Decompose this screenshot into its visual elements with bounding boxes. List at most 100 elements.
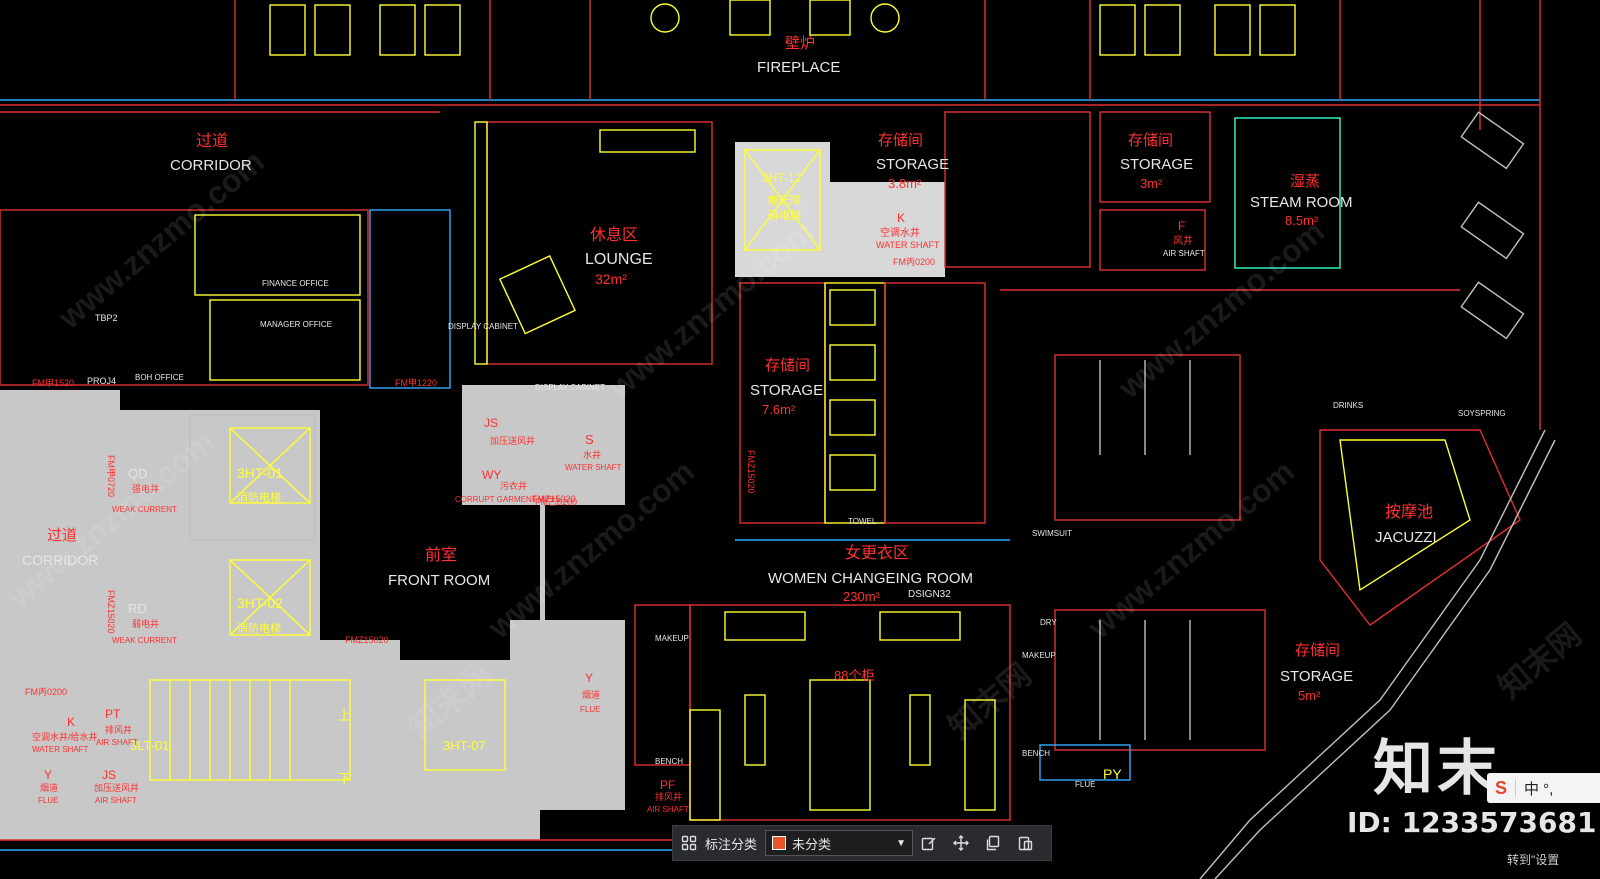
qd-cn: 强电井 xyxy=(132,483,159,494)
air-shaft-js2: AIR SHAFT xyxy=(95,796,137,805)
copy-icon[interactable] xyxy=(980,830,1006,856)
flue-3: FLUE xyxy=(38,796,58,805)
ht01-cn: 消防电梯 xyxy=(237,490,281,504)
category-color-swatch xyxy=(772,836,787,850)
fm-h: FM乙0200 xyxy=(535,497,577,507)
storage3-area: 7.6m² xyxy=(762,402,796,417)
water-shaft-en: WATER SHAFT xyxy=(876,240,940,250)
proj: PROJ4 xyxy=(87,376,116,386)
soyspring: SOYSPRING xyxy=(1458,409,1506,418)
finance-office: FINANCE OFFICE xyxy=(262,279,329,288)
fm-code1: FM丙0200 xyxy=(893,257,935,267)
air-shaft-pt: AIR SHAFT xyxy=(96,738,138,747)
air-shaft-f: F xyxy=(1178,219,1185,233)
storage3-cn: 存储间 xyxy=(765,357,810,374)
design-code: DSIGN32 xyxy=(908,589,951,600)
rd-label: RD xyxy=(128,601,147,616)
y-cn: 烟道 xyxy=(582,689,600,700)
storage4-en: STORAGE xyxy=(1280,668,1353,685)
brand-logo: 知末 xyxy=(1373,734,1501,804)
women-area: 230m² xyxy=(843,589,881,604)
makeup-2: MAKEUP xyxy=(1022,651,1056,660)
fm-e: FMZ15020 xyxy=(532,494,576,504)
y-label: Y xyxy=(585,671,593,685)
ime-logo-icon[interactable]: S xyxy=(1495,777,1508,798)
ht02-cn: 消防电梯 xyxy=(237,621,281,635)
jacuzzi-cn: 按摩池 xyxy=(1385,503,1433,521)
bench-1: BENCH xyxy=(655,757,683,766)
ime-bar[interactable]: S 中 °, xyxy=(1487,773,1600,803)
steam-area: 8.5m² xyxy=(1285,213,1319,228)
lockers-count: 88个柜 xyxy=(834,668,874,683)
js-label: JS xyxy=(484,416,498,430)
ht02: 3HT-02 xyxy=(237,595,283,611)
storage1-en: STORAGE xyxy=(876,156,949,173)
tbp: TBP2 xyxy=(95,313,118,323)
women-en: WOMEN CHANGEING ROOM xyxy=(768,570,973,587)
fireplace-en: FIREPLACE xyxy=(757,59,840,76)
wy-label: WY xyxy=(482,468,501,482)
ime-mode[interactable]: 中 °, xyxy=(1524,780,1554,798)
front-cn: 前室 xyxy=(425,546,457,564)
ht01: 3HT-01 xyxy=(237,465,283,481)
paste-icon[interactable] xyxy=(1012,830,1038,856)
js2-cn: 加压送风井 xyxy=(94,782,139,793)
water-shaft-2: WATER SHAFT xyxy=(565,463,622,472)
dry: DRY xyxy=(1040,618,1057,627)
corridor-top-cn: 过道 xyxy=(196,132,228,150)
storage3-en: STORAGE xyxy=(750,382,823,399)
manager-office: MANAGER OFFICE xyxy=(260,320,332,329)
steam-en: STEAM ROOM xyxy=(1250,194,1353,211)
flue-1: FLUE xyxy=(580,705,600,714)
corridor2-en: CORRIDOR xyxy=(22,552,98,568)
vertical-codes: FM甲0720 FMZ15020 FMZ15020 xyxy=(106,450,756,634)
edit-icon[interactable] xyxy=(916,830,942,856)
storage4-cn: 存储间 xyxy=(1295,642,1340,659)
storage4-area: 5m² xyxy=(1298,688,1321,703)
brand-id: ID: 1233573681 xyxy=(1347,806,1597,839)
lounge-en: LOUNGE xyxy=(585,251,653,268)
fm-f: FM甲0720 xyxy=(106,455,116,497)
chevron-down-icon: ▼ xyxy=(896,837,907,849)
towel: TOWEL xyxy=(848,517,877,526)
storage1-area: 3.8m² xyxy=(888,176,922,191)
fm-vert-storage: FMZ15020 xyxy=(746,450,756,494)
fm-a: FM丙0200 xyxy=(25,687,67,697)
annotation-category-label: 标注分类 xyxy=(705,836,758,852)
js2-label: JS xyxy=(102,768,116,782)
ime-separator xyxy=(1515,779,1517,797)
bench-2: BENCH xyxy=(1022,749,1050,758)
air-shaft-f-cn: 风井 xyxy=(1173,234,1193,247)
corrupt-well: CORRUPT GARMENT WELL xyxy=(455,495,561,504)
fireplace-cn: 壁炉 xyxy=(785,35,815,52)
boh-office: BOH OFFICE xyxy=(135,373,184,382)
lounge-area: 32m² xyxy=(595,271,627,287)
storage2-cn: 存储间 xyxy=(1128,132,1173,149)
y2-cn: 烟道 xyxy=(40,782,58,793)
lt01: 3LT-01 xyxy=(130,738,170,753)
pf-cn: 排风井 xyxy=(655,791,682,802)
storage2-area: 3m² xyxy=(1140,176,1163,191)
py-label: PY xyxy=(1103,766,1122,782)
pt-label: PT xyxy=(105,707,121,721)
elevator-3ht12: 3HT-12 xyxy=(762,171,802,185)
women-cn: 女更衣区 xyxy=(845,543,909,562)
display-cabinet-2: DISPLAY CABINET xyxy=(535,383,605,392)
move-icon[interactable] xyxy=(948,830,974,856)
grey-regions xyxy=(0,142,945,840)
water-shaft-k2: WATER SHAFT xyxy=(32,745,89,754)
settings-hint: 转到"设置 xyxy=(1507,853,1560,867)
water-shaft-k-cn: 空调水井 xyxy=(880,226,920,239)
room-labels: 过道 CORRIDOR 休息区 LOUNGE 32m² 壁炉 FIREPLACE… xyxy=(22,35,1506,814)
storage2-en: STORAGE xyxy=(1120,156,1193,173)
ht07: 3HT-07 xyxy=(443,738,486,753)
corridor2-cn: 过道 xyxy=(47,527,77,544)
qd-label: QD xyxy=(128,466,148,481)
steam-cn: 湿蒸 xyxy=(1290,173,1320,190)
jacuzzi-en: JACUZZI xyxy=(1375,529,1437,546)
category-select[interactable]: 未分类 ▼ xyxy=(765,830,914,856)
grid-icon[interactable] xyxy=(676,830,702,856)
weak-current-2: WEAK CURRENT xyxy=(112,636,177,645)
y2-label: Y xyxy=(44,768,52,782)
